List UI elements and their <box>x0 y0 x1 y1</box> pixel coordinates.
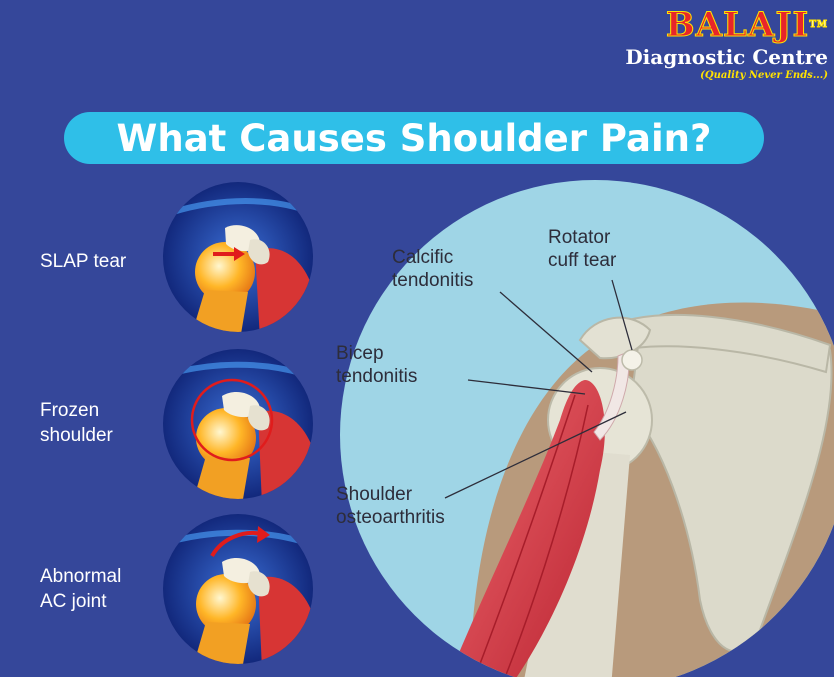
cause-label-ac-joint: Abnormal AC joint <box>40 564 121 614</box>
callout-line: Shoulder <box>336 484 413 505</box>
cause-label-line: Abnormal <box>40 566 122 587</box>
callout-line: osteoarthritis <box>336 507 445 528</box>
cause-label-slap-tear: SLAP tear <box>40 249 126 274</box>
calcific-leader-line <box>499 291 593 373</box>
callout-line: tendonitis <box>392 270 474 291</box>
rotator-leader-line <box>611 279 633 351</box>
title-banner: What Causes Shoulder Pain? <box>64 112 764 164</box>
callout-line: Bicep <box>336 343 384 364</box>
clavicle-bone <box>598 313 832 374</box>
bicep-muscle <box>440 380 605 677</box>
cause-label-line: Frozen <box>40 400 100 421</box>
logo-brand-text: BALAJI <box>665 5 810 45</box>
osteo-leader-line <box>444 411 627 499</box>
callout-shoulder-osteoarthritis: Shoulder osteoarthritis <box>336 483 445 529</box>
logo-subtitle: Diagnostic Centre <box>625 45 828 69</box>
humerus-shaft <box>520 450 630 677</box>
ac-joint-illustration <box>163 514 313 664</box>
callout-calcific-tendonitis: Calcific tendonitis <box>392 246 473 292</box>
brand-logo: BALAJITM Diagnostic Centre (Quality Neve… <box>625 5 828 82</box>
slap-tear-illustration <box>163 182 313 332</box>
callout-bicep-tendonitis: Bicep tendonitis <box>336 342 417 388</box>
page-title: What Causes Shoulder Pain? <box>116 116 712 160</box>
shoulder-anatomy-illustration <box>340 180 834 677</box>
rotator-cuff <box>621 349 643 371</box>
acromion-bone <box>578 316 652 360</box>
callout-line: cuff tear <box>548 250 617 271</box>
cause-label-frozen-shoulder: Frozen shoulder <box>40 398 113 448</box>
callout-line: Calcific <box>392 247 454 268</box>
cause-label-line: AC joint <box>40 591 107 612</box>
callout-line: Rotator <box>548 227 611 248</box>
cause-label-line: shoulder <box>40 425 113 446</box>
callout-rotator-cuff-tear: Rotator cuff tear <box>548 226 616 272</box>
bicep-tendon <box>593 351 630 441</box>
logo-brand-name: BALAJITM <box>625 5 828 45</box>
frozen-shoulder-illustration <box>163 349 313 499</box>
logo-trademark: TM <box>809 20 828 31</box>
logo-tagline: (Quality Never Ends...) <box>700 70 828 81</box>
bicep-leader-line <box>467 379 586 395</box>
callout-line: tendonitis <box>336 366 418 387</box>
cause-label-line: SLAP tear <box>40 251 127 272</box>
